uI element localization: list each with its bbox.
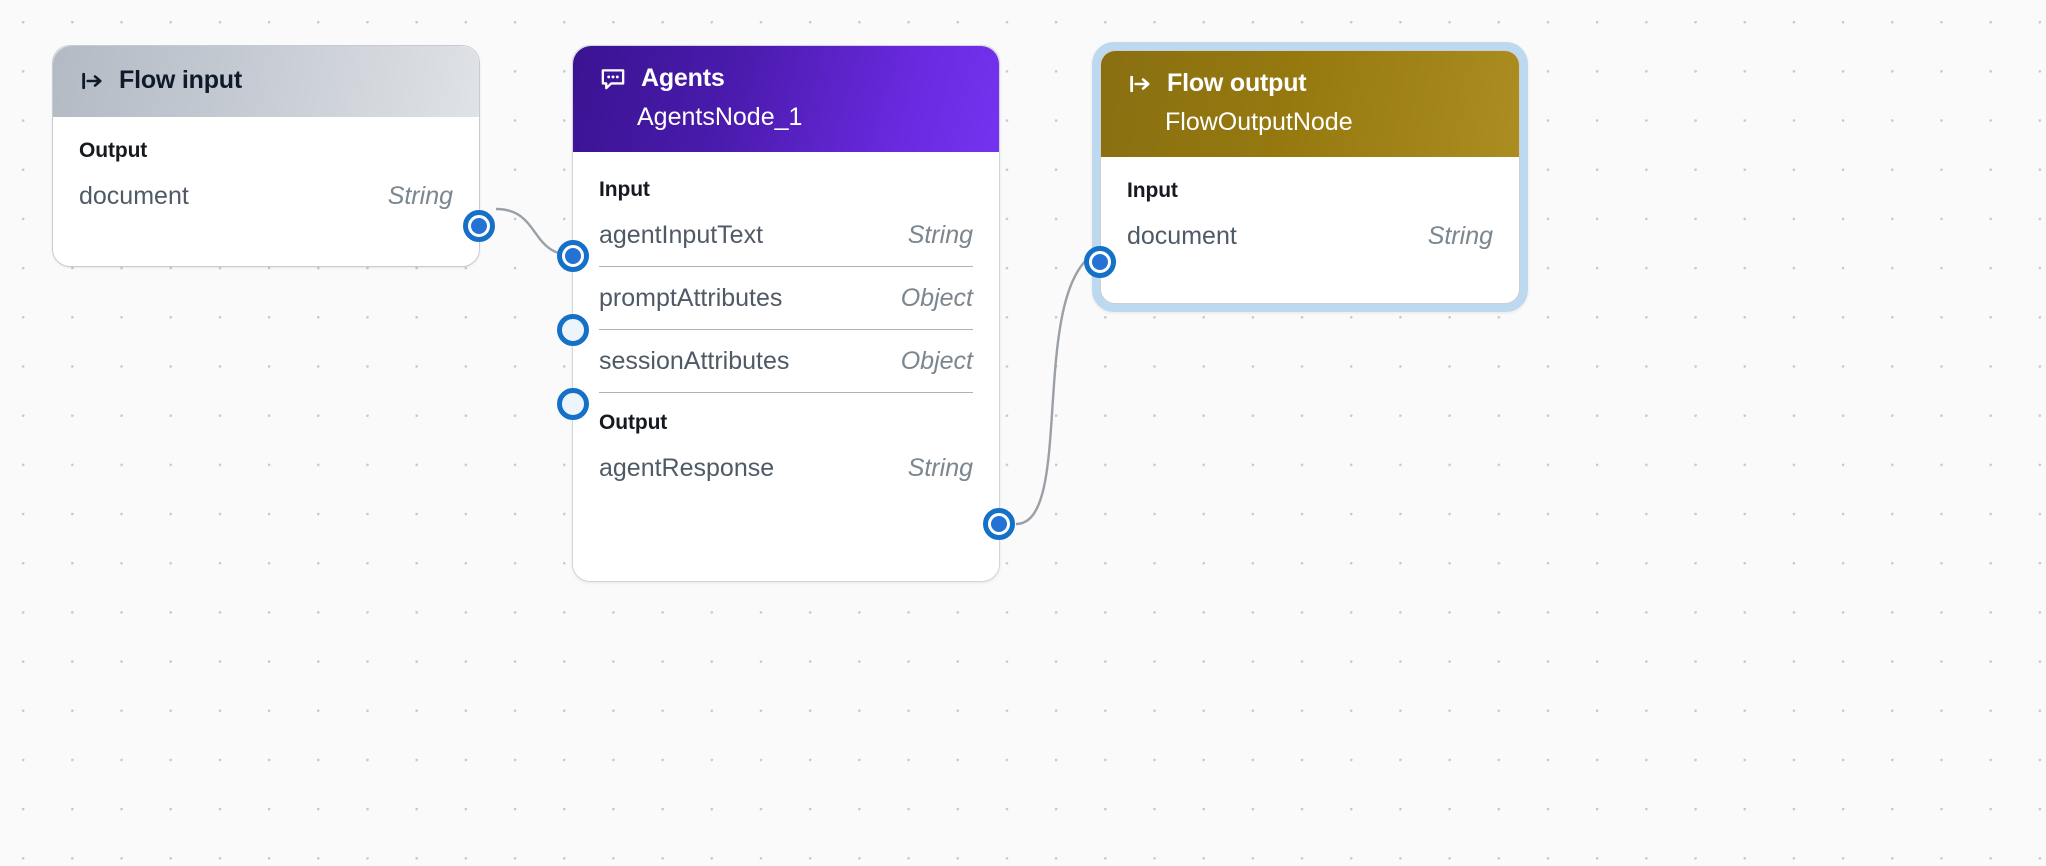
node-flow-input-inner: Flow input Output document String: [53, 46, 479, 266]
port-name-agentInputText: agentInputText: [599, 220, 764, 249]
port-handle-flowinput-document[interactable]: [463, 210, 495, 242]
node-flow-output-titleline: Flow output: [1127, 69, 1493, 98]
port-type-promptAttributes: Object: [900, 283, 973, 312]
port-row-agentResponse[interactable]: agentResponse String: [599, 437, 973, 499]
row-separator: [599, 392, 973, 393]
port-name-document: document: [1127, 221, 1237, 250]
node-flow-output-body: Input document String: [1101, 157, 1519, 293]
port-name-agentResponse: agentResponse: [599, 453, 775, 482]
port-type-agentInputText: String: [907, 220, 973, 249]
port-row-agentInputText[interactable]: agentInputText String: [599, 204, 973, 266]
node-agents-header[interactable]: Agents AgentsNode_1: [573, 46, 999, 152]
node-flow-output-title: Flow output: [1167, 69, 1307, 97]
node-flow-output[interactable]: Flow output FlowOutputNode Input documen…: [1084, 42, 1528, 312]
node-flow-input-header[interactable]: Flow input: [53, 46, 479, 117]
port-type-document: String: [1427, 221, 1493, 250]
chat-bubble-icon: [599, 65, 627, 93]
port-type-sessionAttributes: Object: [900, 346, 973, 375]
section-label-output: Output: [79, 139, 148, 162]
port-handle-agents-agentInputText[interactable]: [557, 240, 589, 272]
port-name-document: document: [79, 181, 189, 210]
node-agents[interactable]: Agents AgentsNode_1 Input agentInputText…: [557, 45, 1015, 582]
port-handle-agents-promptAttributes[interactable]: [557, 314, 589, 346]
node-flow-output-header[interactable]: Flow output FlowOutputNode: [1101, 51, 1519, 157]
port-type-document: String: [387, 181, 453, 210]
node-flow-input-body: Output document String: [53, 117, 479, 253]
node-flow-output-subtitle: FlowOutputNode: [1165, 108, 1353, 136]
port-type-agentResponse: String: [907, 453, 973, 482]
port-handle-flowoutput-document[interactable]: [1084, 246, 1116, 278]
flow-output-icon: [1127, 71, 1153, 97]
node-agents-inner: Agents AgentsNode_1 Input agentInputText…: [573, 46, 999, 581]
port-name-promptAttributes: promptAttributes: [599, 283, 783, 312]
port-handle-agents-agentResponse[interactable]: [983, 508, 1015, 540]
node-agents-titleline: Agents: [599, 64, 973, 93]
edge-agents-to-flowoutput: [1015, 254, 1093, 526]
node-flow-input[interactable]: Flow input Output document String: [52, 45, 495, 267]
node-agents-body: Input agentInputText String promptAttrib…: [573, 152, 999, 525]
port-row-sessionAttributes[interactable]: sessionAttributes Object: [599, 330, 973, 392]
row-separator: [599, 329, 973, 330]
flow-input-icon: [79, 68, 105, 94]
section-label-output: Output: [599, 411, 668, 434]
port-row-promptAttributes[interactable]: promptAttributes Object: [599, 267, 973, 329]
node-agents-subtitle: AgentsNode_1: [637, 103, 803, 131]
node-flow-output-inner: Flow output FlowOutputNode Input documen…: [1100, 50, 1520, 304]
row-separator: [599, 266, 973, 267]
port-handle-agents-sessionAttributes[interactable]: [557, 388, 589, 420]
node-agents-title: Agents: [641, 64, 725, 92]
section-label-input: Input: [599, 178, 650, 201]
port-row-document[interactable]: document String: [79, 165, 453, 227]
node-flow-input-title: Flow input: [119, 66, 242, 94]
port-row-document[interactable]: document String: [1127, 205, 1493, 267]
node-flow-input-titleline: Flow input: [79, 66, 453, 95]
port-name-sessionAttributes: sessionAttributes: [599, 346, 790, 375]
section-label-input: Input: [1127, 179, 1178, 202]
